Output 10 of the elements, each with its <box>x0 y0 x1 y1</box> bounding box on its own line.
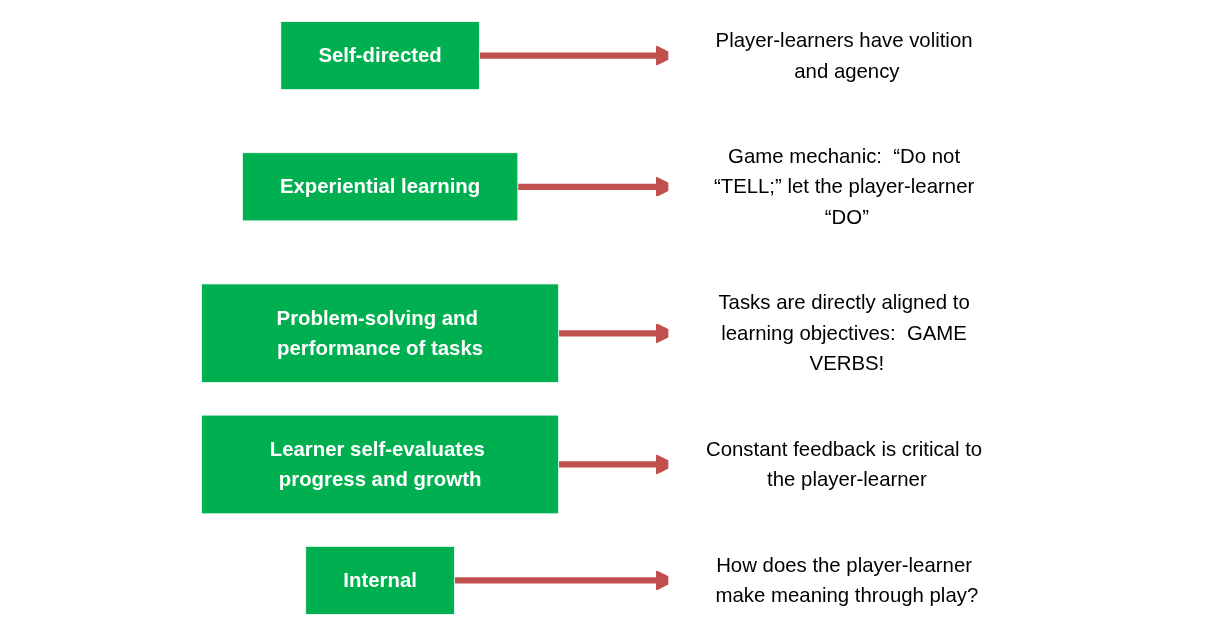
node-text: Game mechanic: “Do not “TELL;” let the player-learner “DO” <box>713 144 975 229</box>
node-box: Problem-solving and performance of tasks <box>201 283 560 383</box>
node-text: How does the player-learner make meaning through play? <box>715 552 979 608</box>
node-box: Internal <box>305 545 455 615</box>
node-box: Self-directed <box>280 21 480 91</box>
node-text: Player-learners have volition and agency <box>715 28 973 83</box>
node-text: Tasks are directly aligned to learning objectives: GAME VERBS! <box>718 290 970 376</box>
node-box: Learner self-evaluates progress and growth <box>201 414 560 515</box>
node-text: Constant feedback is critical to the player-learner <box>705 437 983 492</box>
node-box: Experiential learning <box>241 152 519 222</box>
